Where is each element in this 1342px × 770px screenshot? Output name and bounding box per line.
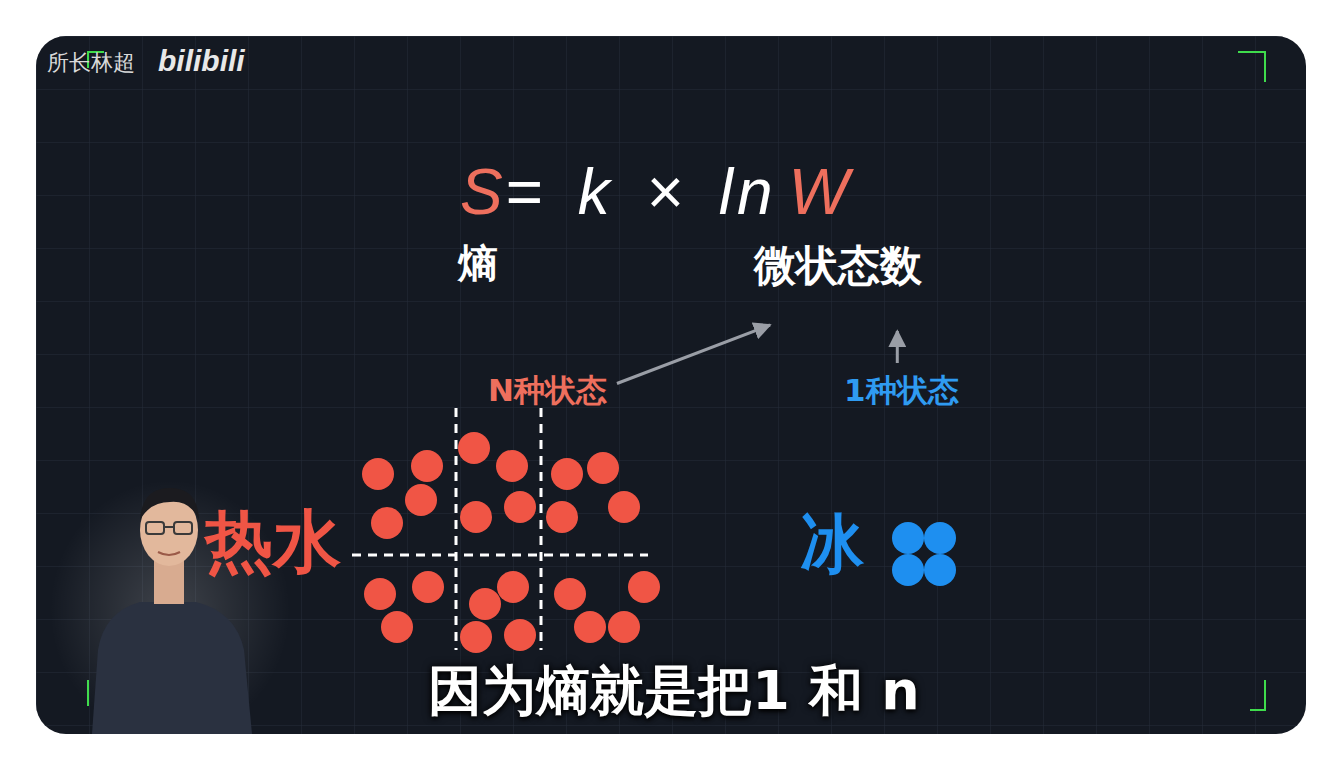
formula-symbol: W <box>789 160 849 224</box>
formula-body: = k × ln <box>505 160 777 224</box>
watermark: 所长林超 <box>47 52 135 74</box>
formula-symbol-box: S <box>460 160 503 224</box>
term-label: 微状态数 <box>754 245 922 287</box>
state-count-box: N种状态 <box>486 373 609 408</box>
state-count: 1种状态 <box>844 375 959 406</box>
sample-label-box: 冰 <box>800 512 864 576</box>
state-count-box: 1种状态 <box>842 373 961 408</box>
watermark-logo: bilibili <box>158 46 245 76</box>
term-label-box: 熵 <box>458 243 498 283</box>
formula-symbol-box: W <box>789 160 849 224</box>
grid <box>36 36 1306 734</box>
ice-molecules <box>892 522 956 586</box>
arrow-connector <box>896 331 899 363</box>
hot-water-molecules <box>362 432 660 653</box>
subtitle: 因为熵就是把1 和 n <box>428 664 920 718</box>
subtitle-box: 因为熵就是把1 和 n <box>428 664 920 718</box>
sample-label: 冰 <box>800 512 864 576</box>
sample-label-box: 热水 <box>205 508 341 576</box>
sample-label: 热水 <box>205 508 341 576</box>
formula-body-box: = k × ln <box>505 160 777 224</box>
watermark-logo-box: bilibili <box>158 46 245 76</box>
formula-symbol: S <box>460 160 503 224</box>
arrow-connector <box>617 325 770 384</box>
term-label: 熵 <box>458 243 498 283</box>
term-label-box: 微状态数 <box>752 243 924 289</box>
dashed-grid <box>352 408 648 650</box>
screen-frame <box>36 36 1306 734</box>
watermark-box: 所长林超 <box>47 52 135 74</box>
state-count: N种状态 <box>488 375 607 406</box>
